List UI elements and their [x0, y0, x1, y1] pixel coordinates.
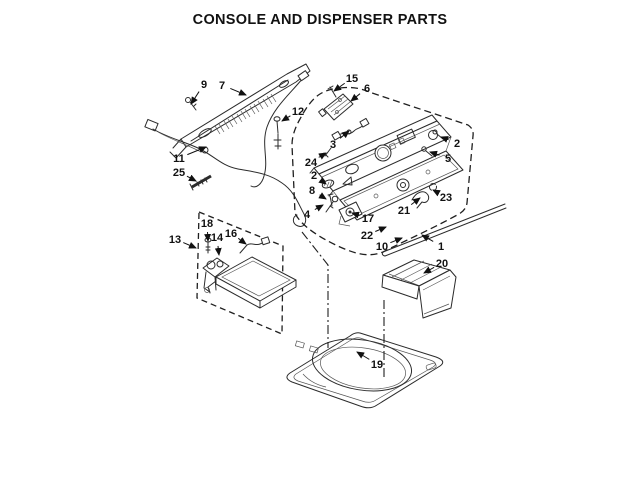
dispenser-tray — [207, 256, 297, 309]
part-12-screw — [273, 116, 282, 150]
callout-leader-9 — [190, 91, 200, 105]
callout-leader-1 — [421, 234, 434, 242]
part-4-screw — [325, 195, 339, 213]
console-body — [309, 114, 452, 197]
callout-leader-12 — [281, 114, 291, 122]
callout-leader-22 — [375, 226, 387, 233]
callout-leader-23 — [432, 189, 441, 197]
part-21-clip-wire — [411, 191, 430, 209]
callout-leader-8 — [318, 192, 327, 200]
console-cable — [250, 70, 310, 188]
part-19-washer-top — [286, 332, 444, 409]
callout-leader-2 — [440, 136, 449, 143]
callout-leader-25 — [186, 174, 197, 182]
callout-label-20: 20 — [436, 258, 448, 270]
callout-label-25: 25 — [173, 167, 185, 179]
part-16-hose — [239, 236, 271, 254]
callout-leader-19 — [356, 351, 370, 360]
part-25-bolt — [189, 174, 212, 191]
callout-leader-20 — [423, 266, 435, 274]
dispenser-assembly-outline — [196, 211, 284, 335]
callout-leader-14 — [214, 245, 222, 256]
callout-label-2: 2 — [311, 170, 317, 182]
callout-label-14: 14 — [211, 232, 224, 244]
callout-label-19: 19 — [371, 359, 383, 371]
callout-label-6: 6 — [364, 83, 370, 95]
callout-label-9: 9 — [201, 79, 207, 91]
page-title: CONSOLE AND DISPENSER PARTS — [192, 12, 448, 28]
callout-label-8: 8 — [309, 185, 315, 197]
callout-label-18: 18 — [201, 218, 213, 230]
part-7-console-grille — [169, 63, 311, 159]
alignment-lines — [301, 231, 385, 378]
callout-leader-13 — [183, 242, 197, 249]
callout-leader-15 — [333, 82, 345, 92]
callout-leader-24 — [318, 152, 327, 160]
part-15-screw — [327, 85, 337, 98]
callout-leader-6 — [350, 93, 361, 102]
callout-leader-5 — [429, 150, 440, 158]
callout-leader-10 — [390, 237, 403, 244]
callout-leader-18 — [204, 231, 212, 242]
callout-label-23: 23 — [440, 192, 452, 204]
callout-label-21: 21 — [398, 205, 410, 217]
callout-label-12: 12 — [292, 106, 304, 118]
callout-label-17: 17 — [362, 213, 374, 225]
callout-label-1: 1 — [438, 241, 444, 253]
callout-leader-7 — [230, 88, 247, 96]
callout-label-5: 5 — [445, 153, 451, 165]
callout-leader-16 — [237, 237, 247, 245]
part-3-harness — [331, 117, 370, 141]
callout-label-10: 10 — [376, 241, 388, 253]
callout-label-22: 22 — [361, 230, 373, 242]
console-assembly-outline — [291, 86, 474, 256]
callout-label-11: 11 — [173, 153, 185, 165]
callout-label-16: 16 — [225, 228, 237, 240]
callout-label-13: 13 — [169, 234, 181, 246]
part-14-water-valve — [202, 257, 230, 293]
callout-label-24: 24 — [305, 157, 318, 169]
callout-leader-2 — [318, 176, 327, 185]
callout-label-3: 3 — [330, 139, 336, 151]
callout-leader-11 — [187, 146, 207, 156]
callout-label-7: 7 — [219, 80, 225, 92]
part-20-dispenser-drawer — [381, 259, 457, 319]
callout-label-4: 4 — [304, 209, 311, 221]
part-6-control-board — [318, 93, 354, 121]
callout-leader-4 — [314, 204, 324, 212]
part-11-wire-harness — [144, 118, 307, 227]
callout-leader-17 — [351, 211, 360, 219]
callout-leader-21 — [410, 197, 421, 206]
callout-leader-3 — [339, 130, 350, 139]
part-10-trim-strip — [381, 203, 507, 257]
callout-label-15: 15 — [346, 73, 358, 85]
callout-label-2: 2 — [454, 138, 460, 150]
